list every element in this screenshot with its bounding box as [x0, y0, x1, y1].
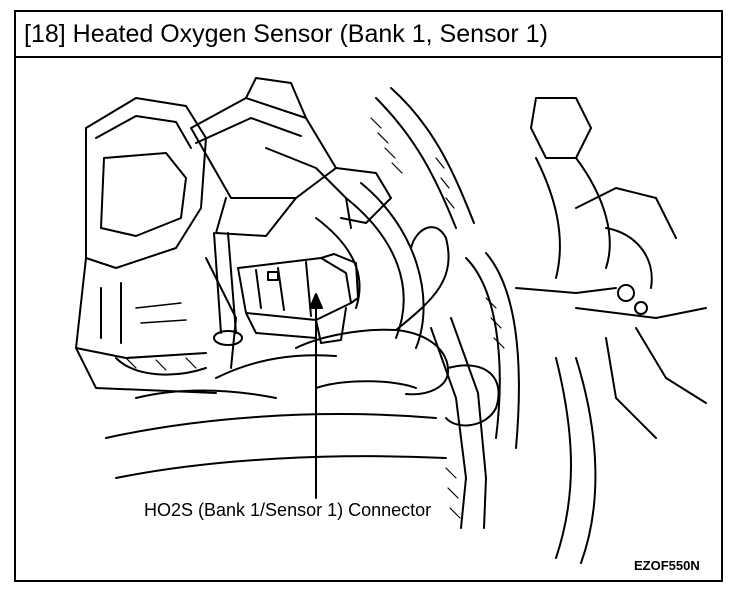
left-bracket-drawing: [75, 97, 237, 394]
diagram-header: [18] Heated Oxygen Sensor (Bank 1, Senso…: [16, 12, 721, 58]
hand-icon: [105, 226, 500, 479]
engine-bay-illustration: [16, 58, 721, 580]
figure-code: EZOF550N: [634, 558, 700, 573]
right-structure-drawing: [515, 97, 707, 564]
wire-harness-drawing: [315, 87, 520, 529]
connector-icon: [237, 253, 359, 344]
vertical-pipe-drawing: [213, 232, 243, 346]
hatching-drawing: [125, 117, 505, 519]
diagram-frame: [18] Heated Oxygen Sensor (Bank 1, Senso…: [14, 10, 723, 582]
engine-bay-line-drawing: [75, 77, 707, 564]
leader-arrow: [309, 293, 323, 499]
connector-callout-label: HO2S (Bank 1/Sensor 1) Connector: [144, 500, 432, 520]
diagram-title: [18] Heated Oxygen Sensor (Bank 1, Senso…: [24, 20, 548, 48]
upper-component-drawing: [190, 77, 392, 237]
